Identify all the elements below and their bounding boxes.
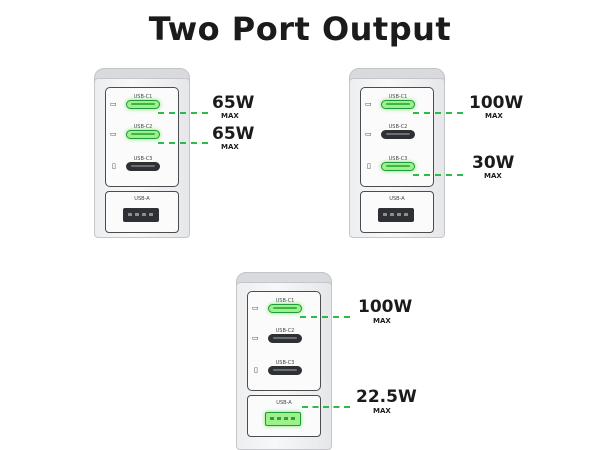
output-max-label: MAX — [373, 317, 391, 325]
output-watt: 30W — [472, 153, 515, 173]
output-line — [158, 112, 208, 114]
charger-body: USB-C1 ▭ USB-C2 ▭ USB-C3 ▯ USB-A — [349, 78, 445, 238]
usb-c-panel: USB-C1 ▭ USB-C2 ▭ USB-C3 ▯ — [247, 291, 321, 391]
port-label-usb-c1: USB-C1 — [388, 94, 408, 100]
port-label-usb-a: USB-A — [134, 196, 150, 202]
laptop-icon: ▭ — [110, 100, 117, 108]
usb-a-port — [265, 412, 301, 426]
port-label-usb-c3: USB-C3 — [275, 360, 295, 366]
port-label-usb-c3: USB-C3 — [388, 156, 408, 162]
output-line — [302, 406, 350, 408]
port-label-usb-c3: USB-C3 — [133, 156, 153, 162]
output-line — [413, 174, 463, 176]
output-line — [413, 112, 463, 114]
laptop-icon: ▭ — [252, 304, 259, 312]
usb-a-port — [123, 208, 159, 222]
usb-c2-port — [381, 130, 415, 139]
phone-icon: ▯ — [112, 162, 116, 170]
page-title: Two Port Output — [148, 10, 452, 48]
charger-body: USB-C1 ▭ USB-C2 ▭ USB-C3 ▯ USB-A — [236, 282, 332, 450]
laptop-icon: ▭ — [365, 100, 372, 108]
usb-c-panel: USB-C1 ▭ USB-C2 ▭ USB-C3 ▯ — [360, 87, 434, 187]
usb-c3-port — [381, 162, 415, 171]
output-max-label: MAX — [485, 112, 503, 120]
output-line — [300, 316, 350, 318]
port-label-usb-c1: USB-C1 — [275, 298, 295, 304]
charger-config-2: USB-C1 ▭ USB-C2 ▭ USB-C3 ▯ USB-A — [349, 68, 445, 240]
usb-c2-port — [126, 130, 160, 139]
output-watt: 100W — [358, 297, 413, 317]
laptop-icon: ▭ — [365, 130, 372, 138]
laptop-icon: ▭ — [252, 334, 259, 342]
port-label-usb-c2: USB-C2 — [133, 124, 153, 130]
usb-c3-port — [126, 162, 160, 171]
port-label-usb-a: USB-A — [389, 196, 405, 202]
phone-icon: ▯ — [254, 366, 258, 374]
charger-body: USB-C1 ▭ USB-C2 ▭ USB-C3 ▯ USB-A — [94, 78, 190, 238]
port-label-usb-c1: USB-C1 — [133, 94, 153, 100]
charger-config-1: USB-C1 ▭ USB-C2 ▭ USB-C3 ▯ USB-A — [94, 68, 190, 240]
usb-c2-port — [268, 334, 302, 343]
output-watt: 65W — [212, 124, 255, 144]
usb-c1-port — [126, 100, 160, 109]
port-label-usb-c2: USB-C2 — [275, 328, 295, 334]
laptop-icon: ▭ — [110, 130, 117, 138]
phone-icon: ▯ — [367, 162, 371, 170]
usb-c-panel: USB-C1 ▭ USB-C2 ▭ USB-C3 ▯ — [105, 87, 179, 187]
output-watt: 100W — [469, 93, 524, 113]
output-max-label: MAX — [221, 143, 239, 151]
usb-a-panel: USB-A — [360, 191, 434, 233]
output-watt: 22.5W — [356, 387, 417, 407]
usb-c3-port — [268, 366, 302, 375]
usb-c1-port — [381, 100, 415, 109]
output-line — [158, 142, 208, 144]
usb-c1-port — [268, 304, 302, 313]
usb-a-panel: USB-A — [105, 191, 179, 233]
port-label-usb-a: USB-A — [276, 400, 292, 406]
output-max-label: MAX — [373, 407, 391, 415]
usb-a-port — [378, 208, 414, 222]
port-label-usb-c2: USB-C2 — [388, 124, 408, 130]
output-max-label: MAX — [221, 112, 239, 120]
charger-config-3: USB-C1 ▭ USB-C2 ▭ USB-C3 ▯ USB-A — [236, 272, 332, 450]
usb-a-panel: USB-A — [247, 395, 321, 437]
output-max-label: MAX — [484, 172, 502, 180]
output-watt: 65W — [212, 93, 255, 113]
